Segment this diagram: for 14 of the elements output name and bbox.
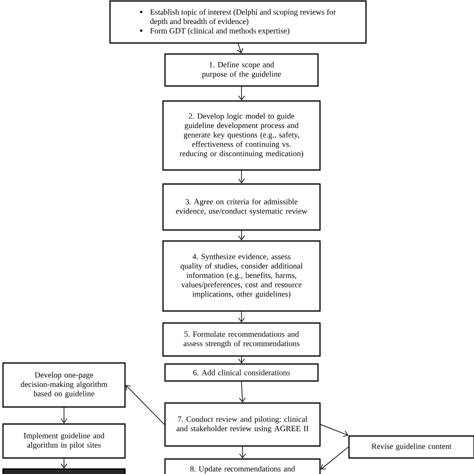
arrow bbox=[238, 311, 245, 322]
arrow bbox=[239, 446, 246, 458]
arrow bbox=[238, 381, 246, 402]
arrow bbox=[320, 446, 349, 470]
arrow bbox=[238, 86, 245, 100]
process-box bbox=[2, 468, 126, 474]
arrow bbox=[236, 43, 244, 54]
arrow bbox=[60, 407, 68, 424]
arrow bbox=[320, 424, 348, 437]
arrow bbox=[238, 170, 245, 184]
arrow bbox=[60, 458, 68, 468]
arrow bbox=[238, 356, 245, 364]
arrow bbox=[126, 385, 165, 425]
arrow bbox=[238, 230, 245, 240]
